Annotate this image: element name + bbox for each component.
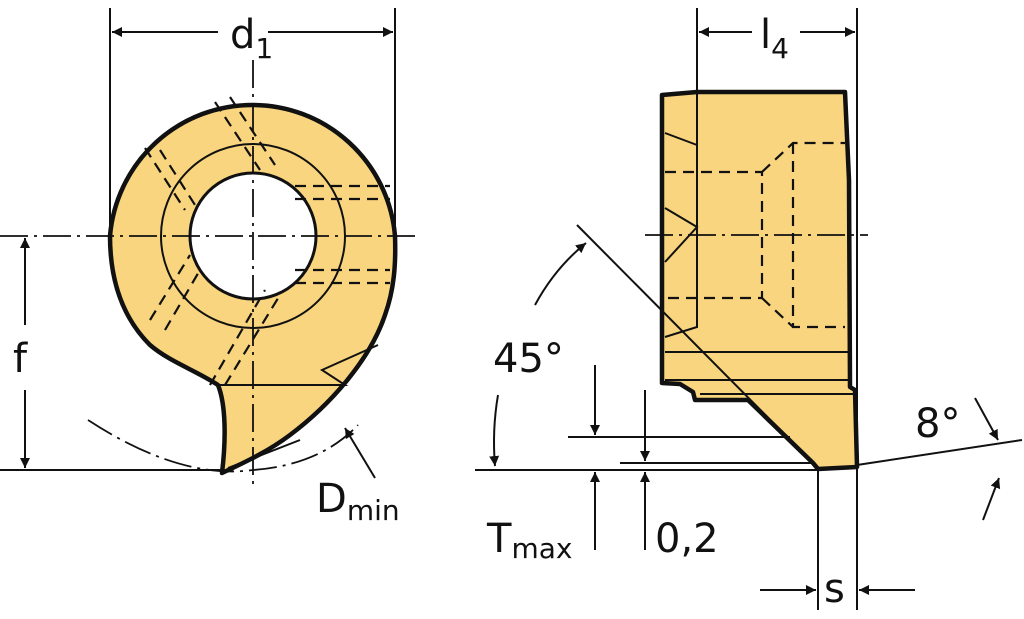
angle-8-label: 8° [915, 401, 960, 447]
angle-8-arrow-bottom [982, 477, 1001, 521]
hidden-lines-side [665, 141, 845, 329]
l4-label: l4 [760, 12, 789, 65]
dmin-label: Dmin [316, 476, 400, 527]
f-label: f [13, 336, 28, 382]
offset-label: 0,2 [655, 516, 719, 562]
angle-45-reference-line [576, 224, 819, 469]
side-internal-lines [664, 92, 855, 395]
d1-label: d1 [230, 12, 273, 65]
baselines [475, 436, 1023, 471]
side-view: l4 45° Tmax 0,2 s 8° [475, 8, 1023, 612]
tip-line [227, 439, 301, 469]
front-view: d1 f Dmin [0, 8, 415, 527]
dmin-arc [87, 419, 359, 473]
notch-line [218, 344, 379, 386]
d1-extension-lines [109, 8, 396, 236]
angle-45-arc-lower [489, 394, 500, 467]
angle-45-arc [534, 242, 587, 306]
dmin-arrow [344, 427, 376, 479]
angle-45-label: 45° [493, 336, 564, 382]
tmax-label: Tmax [486, 516, 572, 565]
angle-8-arrow-top [974, 397, 999, 441]
s-label: s [824, 566, 845, 612]
insert-side-body [659, 89, 860, 472]
